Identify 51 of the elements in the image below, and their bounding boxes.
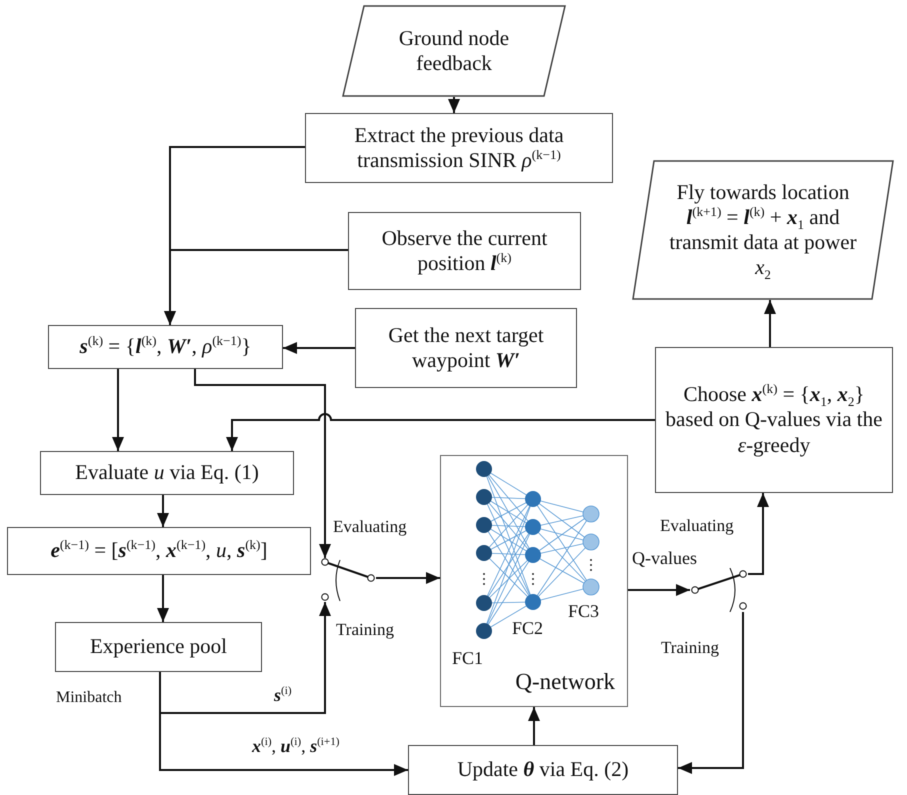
box-text: Get the next target waypoint W′ (387, 322, 545, 374)
flow-note: Minibatch (56, 688, 122, 708)
box-text: Fly towards location l$^{(k+1)}$ = l$^{(k)}$ + x$_{1}$ and transmit data at power x$_{2}$ (668, 180, 858, 280)
box-text: s$^{(k)}$ = {l$^{(k)}$, W′, ρ$^{(k−1)}$} (80, 334, 252, 360)
layer-label: FC1 (452, 648, 484, 670)
process-box (55, 622, 262, 672)
switch-symbol (318, 558, 376, 602)
box-text: e$^{(k−1)}$ = [s$^{(k−1)}$, x$^{(k−1)}$, u, s$^{(k)}$] (50, 538, 268, 564)
layer-label: FC3 (568, 601, 600, 623)
switch-label: Evaluating (333, 517, 407, 538)
arrow (164, 249, 348, 325)
arrow (448, 97, 460, 113)
io-parallelogram (342, 5, 566, 97)
network-panel (440, 455, 628, 707)
box-text: Update θ via Eq. (2) (457, 757, 629, 783)
process-box (408, 745, 678, 795)
box-text: Extract the previous data transmission SINR ρ$^{(k−1)}$ (353, 122, 565, 174)
arrow (159, 602, 331, 714)
arrow (226, 413, 655, 451)
arrow (194, 369, 331, 558)
switch-label: Training (336, 620, 394, 640)
layer-label: FC2 (512, 618, 544, 640)
process-box (305, 113, 613, 183)
arrow (678, 612, 744, 774)
arrow (748, 493, 769, 575)
arrow (528, 707, 540, 745)
process-box (355, 308, 577, 388)
process-box (655, 347, 893, 493)
box-text: Ground node feedback (398, 26, 510, 76)
process-box (7, 527, 311, 575)
process-box (48, 325, 283, 369)
panel-title: Q-network (515, 668, 615, 696)
arrow (764, 300, 776, 347)
box-text: Evaluate u via Eq. (1) (75, 460, 259, 486)
switch-symbol (690, 568, 748, 612)
process-box (40, 451, 294, 495)
box-text: Experience pool (90, 634, 228, 660)
arrow (376, 572, 440, 584)
box-text: Observe the current position l$^{(k)}$ (380, 226, 548, 276)
arrow (112, 369, 124, 451)
arrow (157, 575, 169, 622)
arrow (283, 342, 355, 354)
switch-label: Evaluating (660, 516, 734, 536)
switch-label: Training (661, 638, 719, 658)
arrow (157, 495, 169, 527)
io-parallelogram (632, 160, 894, 300)
arrow (628, 584, 690, 596)
process-box (348, 212, 581, 290)
arrow (159, 672, 408, 776)
box-text: Choose x$^{(k)}$ = {x$_{1}$, x$_{2}$} based on Q-values via the ε-greedy (664, 382, 884, 458)
edge-label: x$^{(i)}$, u$^{(i)}$, s$^{(i+1)}$ (250, 736, 342, 758)
